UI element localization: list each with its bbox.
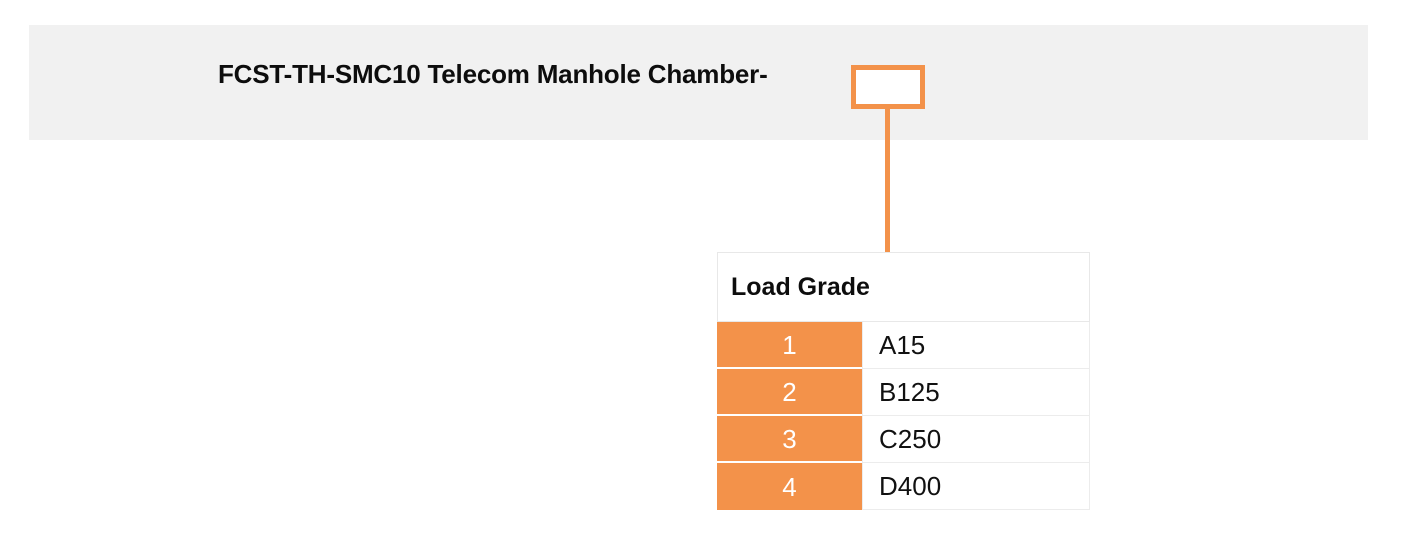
row-index: 2	[717, 369, 862, 416]
row-grade: B125	[862, 369, 1091, 416]
callout-connector-line	[885, 109, 890, 252]
load-grade-table: Load Grade 1 A15 2 B125 3 C250 4 D400	[717, 252, 1091, 510]
row-grade: A15	[862, 322, 1091, 369]
page-title: FCST-TH-SMC10 Telecom Manhole Chamber-	[218, 59, 768, 89]
load-grade-table-body: 1 A15 2 B125 3 C250 4 D400	[717, 322, 1091, 510]
title-band: FCST-TH-SMC10 Telecom Manhole Chamber-	[29, 25, 1368, 140]
table-header-row: Load Grade	[717, 252, 1091, 322]
row-index: 4	[717, 463, 862, 510]
load-grade-header: Load Grade	[717, 252, 1091, 322]
table-row[interactable]: 4 D400	[717, 463, 1091, 510]
row-index: 3	[717, 416, 862, 463]
table-row[interactable]: 2 B125	[717, 369, 1091, 416]
row-index: 1	[717, 322, 862, 369]
row-grade: C250	[862, 416, 1091, 463]
table-row[interactable]: 3 C250	[717, 416, 1091, 463]
row-grade: D400	[862, 463, 1091, 510]
load-grade-selection-box[interactable]	[851, 65, 925, 109]
table-row[interactable]: 1 A15	[717, 322, 1091, 369]
